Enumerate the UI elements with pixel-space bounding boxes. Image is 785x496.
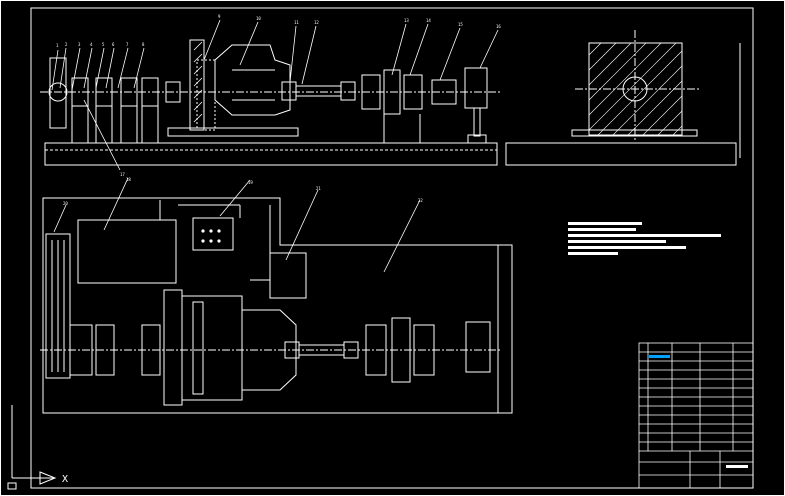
title-block[interactable]: [638, 342, 754, 489]
callout-4: 4: [90, 42, 93, 47]
side-view[interactable]: [505, 30, 741, 166]
ucs-x-label: X: [62, 474, 68, 485]
callout-7: 7: [126, 42, 129, 47]
callout-16: 16: [496, 24, 501, 29]
callout-13: 13: [404, 18, 409, 23]
ucs-icon: [7, 405, 57, 490]
leader-lines: [51, 19, 499, 273]
callout-2: 2: [65, 42, 68, 47]
callout-15: 15: [458, 22, 463, 27]
callout-22: 22: [418, 198, 423, 203]
technical-notes: [568, 222, 721, 255]
callout-6: 6: [112, 42, 115, 47]
callout-18: 18: [126, 177, 131, 182]
callout-21: 21: [316, 186, 321, 191]
callout-10: 10: [256, 16, 261, 21]
callout-9: 9: [218, 14, 221, 19]
callout-3: 3: [78, 42, 81, 47]
front-view[interactable]: [40, 39, 500, 166]
callout-12: 12: [314, 20, 319, 25]
callout-17: 17: [120, 172, 125, 177]
callout-20: 20: [63, 201, 68, 206]
side-view-hatch: [588, 42, 683, 136]
gear-hatch: [193, 41, 203, 123]
callout-5: 5: [102, 42, 105, 47]
callout-8: 8: [142, 42, 145, 47]
plan-view[interactable]: [40, 197, 513, 414]
callout-19: 19: [248, 180, 253, 185]
callout-11: 11: [294, 20, 299, 25]
title-block-highlight: [649, 355, 748, 468]
control-box-buttons: [201, 229, 221, 243]
callouts: 1 2 3 4 5 6 7 8 9 10 11 12 13 14 15 16 1…: [56, 14, 501, 206]
callout-1: 1: [56, 43, 59, 48]
callout-14: 14: [426, 18, 431, 23]
